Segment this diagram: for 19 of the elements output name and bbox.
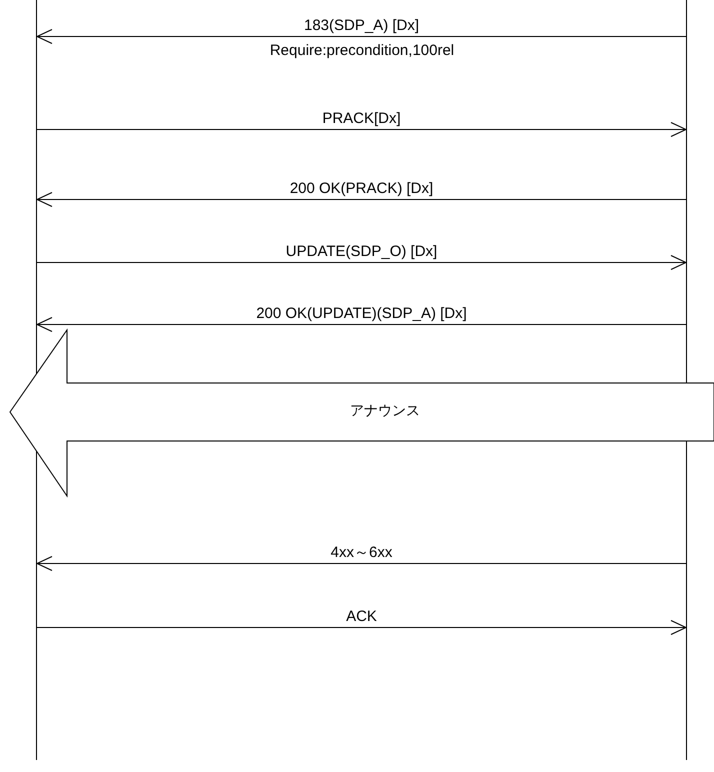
message-label: 4xx～6xx <box>330 544 392 561</box>
message-arrow <box>36 122 686 137</box>
message-label: ACK <box>346 608 377 625</box>
message-arrow <box>36 192 686 207</box>
message-label: PRACK[Dx] <box>322 110 401 127</box>
message-arrow <box>36 556 686 571</box>
block-arrow <box>9 328 714 498</box>
message-label: 200 OK(PRACK) [Dx] <box>290 180 434 197</box>
lifeline <box>686 0 687 760</box>
announcement-label: アナウンス <box>350 403 420 420</box>
message-label: 183(SDP_A) [Dx] <box>304 17 420 34</box>
message-arrow <box>36 29 686 44</box>
message-arrow <box>36 255 686 270</box>
lifeline <box>36 0 37 760</box>
message-label: 200 OK(UPDATE)(SDP_A) [Dx] <box>256 305 467 322</box>
message-arrow <box>36 620 686 635</box>
message-label: UPDATE(SDP_O) [Dx] <box>286 243 438 260</box>
message-arrow <box>36 317 686 332</box>
message-note: Require:precondition,100rel <box>270 42 454 59</box>
